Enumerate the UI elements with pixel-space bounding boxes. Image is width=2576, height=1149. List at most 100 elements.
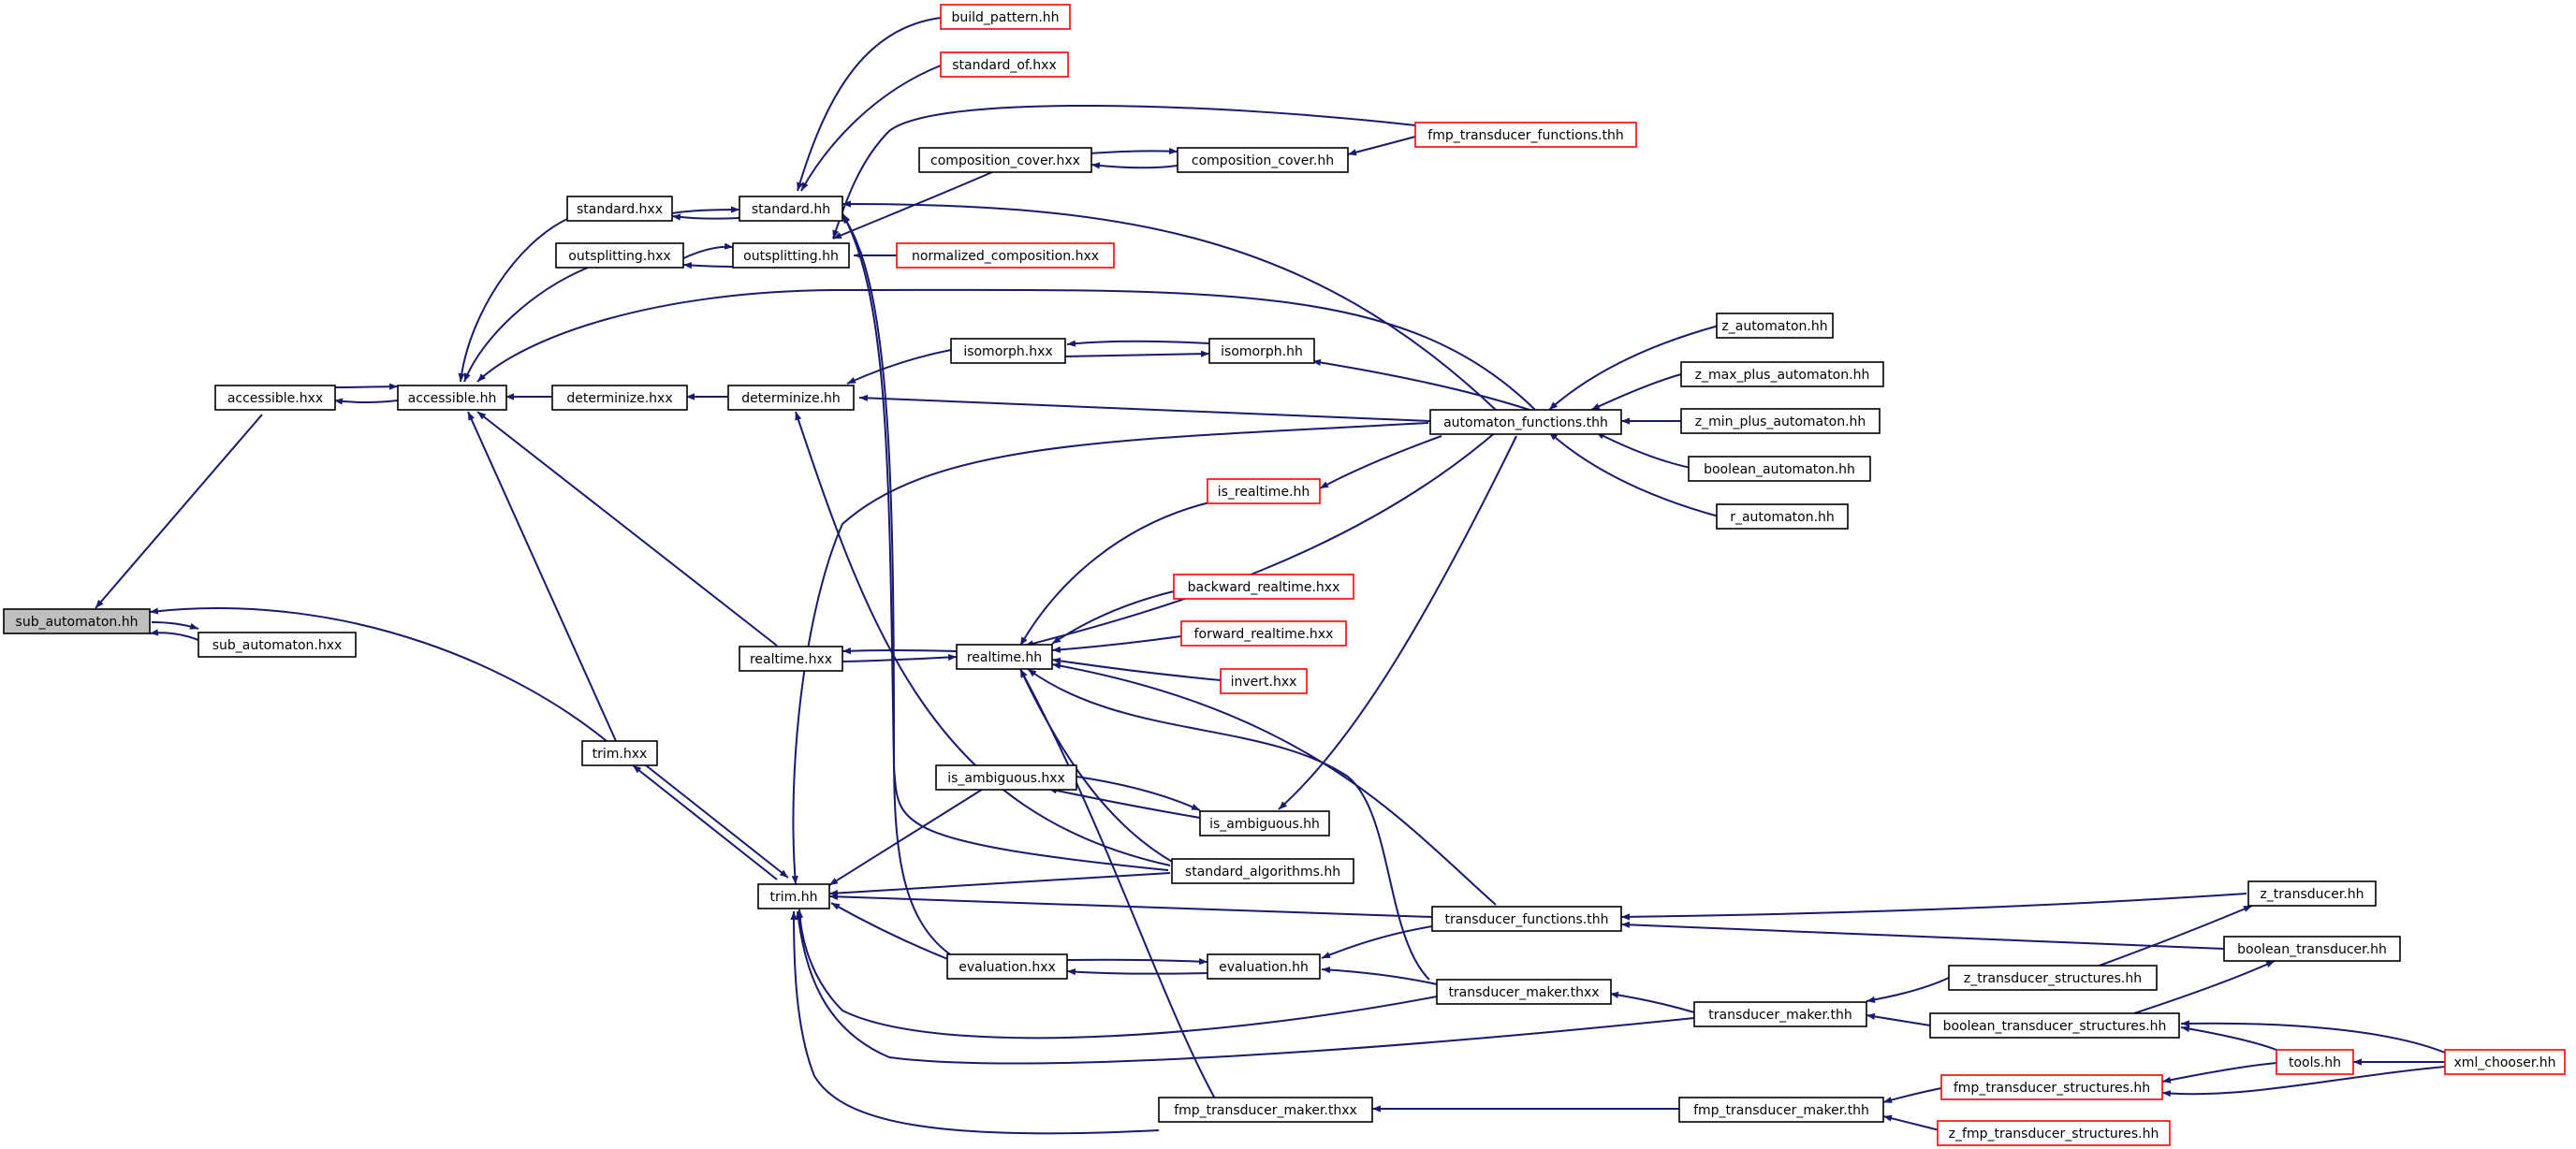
node-sub-automaton-hxx[interactable]: sub_automaton.hxx — [198, 632, 357, 658]
node-fmp-transducer-maker-thh[interactable]: fmp_transducer_maker.thh — [1678, 1097, 1884, 1123]
node-boolean-transducer-structures-hh[interactable]: boolean_transducer_structures.hh — [1929, 1012, 2180, 1039]
node-label: composition_cover.hxx — [930, 153, 1080, 168]
node-label: isomorph.hxx — [963, 344, 1052, 359]
node-label: accessible.hxx — [227, 391, 323, 406]
node-label: r_automaton.hh — [1730, 510, 1835, 525]
node-transducer-maker-thh[interactable]: transducer_maker.thh — [1693, 1001, 1867, 1027]
edge-accessible-to-accessible-hxx — [334, 383, 399, 390]
node-evaluation-hxx[interactable]: evaluation.hxx — [946, 953, 1068, 980]
node-determinize-hxx[interactable]: determinize.hxx — [551, 385, 688, 411]
node-determinize-hh[interactable]: determinize.hh — [727, 385, 855, 411]
edge-boolean-transducer-structures-to-boolean-transducer — [2133, 960, 2276, 1014]
node-z-transducer-hh[interactable]: z_transducer.hh — [2247, 880, 2377, 907]
node-accessible-hxx[interactable]: accessible.hxx — [214, 385, 336, 411]
node-composition-cover-hh[interactable]: composition_cover.hh — [1177, 147, 1349, 173]
node-trim-hh[interactable]: trim.hh — [757, 883, 830, 909]
node-label: trim.hxx — [593, 747, 648, 762]
node-fmp-transducer-maker-thxx[interactable]: fmp_transducer_maker.thxx — [1158, 1097, 1373, 1123]
edge-fmp-transducer-structures-to-fmp-transducer-maker — [1882, 1087, 1942, 1103]
node-standard-algorithms-hh[interactable]: standard_algorithms.hh — [1171, 858, 1354, 884]
node-label: boolean_automaton.hh — [1704, 462, 1855, 477]
edge-accessible-hh-to-accessible-hxx — [333, 398, 399, 405]
edge-standard-algorithms-to-determinize — [795, 411, 1171, 866]
node-forward-realtime-hxx[interactable]: forward_realtime.hxx — [1180, 620, 1347, 647]
edge-outsplitting-hxx-to-accessible — [463, 267, 589, 383]
node-fmp-transducer-functions-thh[interactable]: fmp_transducer_functions.thh — [1414, 122, 1637, 148]
node-label: composition_cover.hh — [1192, 153, 1334, 168]
node-transducer-functions-thh[interactable]: transducer_functions.thh — [1431, 906, 1622, 932]
node-boolean-automaton-hh[interactable]: boolean_automaton.hh — [1688, 456, 1871, 482]
node-boolean-transducer-hh[interactable]: boolean_transducer.hh — [2223, 936, 2401, 962]
edge-z-transducer-structures-to-transducer-maker — [1866, 977, 1950, 1003]
edge-realtime-hxx-to-accessible — [476, 411, 778, 647]
edge-automaton-functions-to-trim — [791, 422, 1429, 885]
node-xml-chooser-hh[interactable]: xml_chooser.hh — [2444, 1049, 2566, 1075]
node-label: z_automaton.hh — [1721, 319, 1827, 334]
node-label: transducer_maker.thxx — [1448, 985, 1599, 1000]
edge-transducer-functions-to-trim — [828, 893, 1433, 918]
node-transducer-maker-thxx[interactable]: transducer_maker.thxx — [1436, 979, 1612, 1005]
edge-is-ambiguous-hxx-to-is-ambiguous-hh — [1076, 776, 1201, 811]
node-z-max-plus-automaton-hh[interactable]: z_max_plus_automaton.hh — [1680, 361, 1884, 387]
node-realtime-hxx[interactable]: realtime.hxx — [739, 646, 843, 672]
node-label: transducer_maker.thh — [1708, 1008, 1852, 1023]
node-z-transducer-structures-hh[interactable]: z_transducer_structures.hh — [1948, 965, 2158, 991]
node-label: transducer_functions.thh — [1445, 912, 1609, 927]
node-backward-realtime-hxx[interactable]: backward_realtime.hxx — [1173, 574, 1354, 600]
edge-automaton-functions-to-isomorph — [1311, 358, 1536, 413]
edge-z-transducer-to-transducer-functions — [1620, 893, 2247, 921]
node-label: automaton_functions.thh — [1443, 415, 1608, 430]
node-label: realtime.hh — [967, 650, 1042, 665]
node-trim-hxx[interactable]: trim.hxx — [581, 740, 658, 766]
node-label: evaluation.hxx — [959, 960, 1056, 975]
edge-automaton-functions-to-realtime — [1024, 429, 1499, 647]
node-z-min-plus-automaton-hh[interactable]: z_min_plus_automaton.hh — [1680, 408, 1881, 434]
node-standard-hxx[interactable]: standard.hxx — [566, 196, 673, 222]
edge-transducer-maker-thh-to-trim — [795, 910, 1695, 1065]
node-tools-hh[interactable]: tools.hh — [2276, 1049, 2354, 1075]
edge-fmp-transducer-maker-thxx-to-trim — [790, 910, 1160, 1135]
node-label: z_max_plus_automaton.hh — [1695, 368, 1870, 383]
node-build-pattern-hh[interactable]: build_pattern.hh — [940, 4, 1071, 30]
node-outsplitting-hh[interactable]: outsplitting.hh — [732, 242, 850, 269]
node-invert-hxx[interactable]: invert.hxx — [1220, 668, 1308, 694]
node-label: fmp_transducer_functions.thh — [1427, 128, 1623, 143]
node-label: outsplitting.hxx — [568, 249, 670, 264]
node-isomorph-hh[interactable]: isomorph.hh — [1208, 338, 1315, 364]
edge-backward-realtime-to-realtime — [1051, 590, 1175, 645]
node-automaton-functions-thh[interactable]: automaton_functions.thh — [1429, 409, 1622, 435]
edge-composition-cover-to-composition-cover-hxx — [1089, 147, 1178, 155]
node-z-fmp-transducer-structures-hh[interactable]: z_fmp_transducer_structures.hh — [1937, 1120, 2171, 1146]
node-label: realtime.hxx — [750, 652, 832, 667]
edge-outsplitting-hxx-to-outsplitting — [682, 262, 734, 269]
edge-standard-hxx-to-accessible — [458, 217, 570, 383]
node-realtime-hh[interactable]: realtime.hh — [956, 644, 1053, 670]
edge-boolean-transducer-to-transducer-functions — [1620, 921, 2225, 950]
node-is-ambiguous-hxx[interactable]: is_ambiguous.hxx — [935, 764, 1077, 791]
node-normalized-composition-hxx[interactable]: normalized_composition.hxx — [896, 242, 1115, 269]
node-sub-automaton-hh[interactable]: sub_automaton.hh — [3, 608, 151, 634]
node-standard-hh[interactable]: standard.hh — [739, 196, 843, 222]
node-label: fmp_transducer_structures.hh — [1954, 1081, 2150, 1096]
node-is-realtime-hh[interactable]: is_realtime.hh — [1207, 478, 1321, 504]
node-is-ambiguous-hh[interactable]: is_ambiguous.hh — [1199, 810, 1330, 836]
edge-automaton-functions-to-accessible — [476, 288, 1536, 411]
node-isomorph-hxx[interactable]: isomorph.hxx — [950, 338, 1066, 364]
node-accessible-hh[interactable]: accessible.hh — [397, 385, 507, 411]
edge-standard-algorithms-to-trim — [828, 872, 1171, 897]
node-label: standard_of.hxx — [952, 58, 1056, 73]
node-outsplitting-hxx[interactable]: outsplitting.hxx — [555, 242, 684, 269]
node-label: is_ambiguous.hh — [1209, 817, 1320, 832]
edge-realtime-to-realtime-hxx — [842, 647, 958, 655]
node-fmp-transducer-structures-hh[interactable]: fmp_transducer_structures.hh — [1940, 1074, 2163, 1100]
edge-isomorph-hxx-to-isomorph-hh — [1064, 350, 1210, 357]
node-composition-cover-hxx[interactable]: composition_cover.hxx — [918, 147, 1092, 173]
node-r-automaton-hh[interactable]: r_automaton.hh — [1716, 503, 1849, 530]
edge-boolean-transducer-structures-to-transducer-maker — [1866, 1012, 1931, 1026]
node-z-automaton-hh[interactable]: z_automaton.hh — [1716, 313, 1834, 339]
edge-is-ambiguous-hh-to-is-ambiguous-hxx — [1047, 787, 1201, 819]
node-evaluation-hh[interactable]: evaluation.hh — [1207, 953, 1321, 980]
node-standard-of-hxx[interactable]: standard_of.hxx — [940, 51, 1069, 78]
node-label: z_transducer.hh — [2260, 887, 2364, 902]
